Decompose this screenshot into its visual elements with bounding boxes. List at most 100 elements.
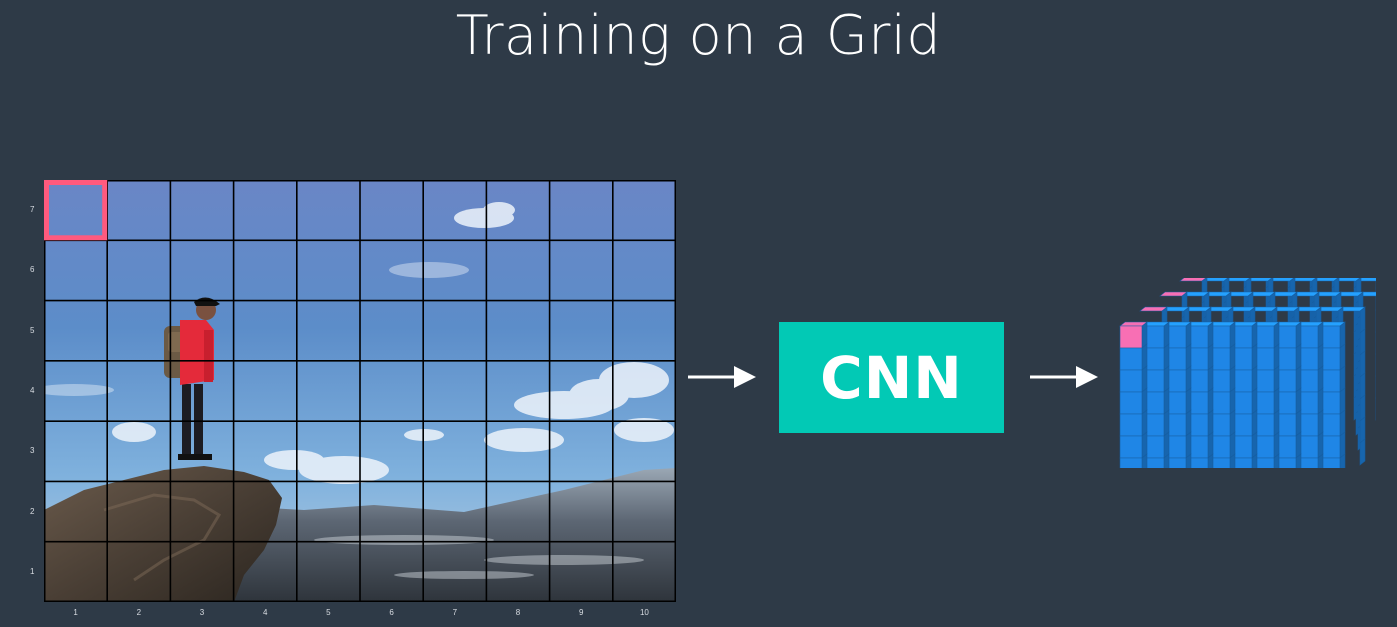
x-tick-label: 2 xyxy=(136,608,142,617)
cube-side-face xyxy=(1273,409,1280,437)
cube-side-face xyxy=(1251,343,1258,371)
cube-side-face xyxy=(1359,372,1366,400)
cube-side-face xyxy=(1229,321,1236,349)
cube-side-face xyxy=(1339,387,1346,415)
y-tick-label: 3 xyxy=(30,446,35,456)
cube-side-face xyxy=(1141,431,1148,459)
cube-side-face xyxy=(1185,321,1192,349)
cube-side-face xyxy=(1141,321,1148,349)
cube-side-face xyxy=(1251,387,1258,415)
x-tick-label: 3 xyxy=(199,608,205,617)
cube-front-face xyxy=(1119,413,1143,437)
highlighted-cube-top xyxy=(1179,278,1207,282)
cube-side-face xyxy=(1141,387,1148,415)
cube-side-face xyxy=(1163,365,1170,393)
y-tick-label: 7 xyxy=(30,205,35,215)
x-tick-label: 5 xyxy=(326,608,331,617)
cube-side-face xyxy=(1185,343,1192,371)
cube-side-face xyxy=(1229,409,1236,437)
cube-front-face xyxy=(1185,457,1209,468)
y-tick-label: 1 xyxy=(30,566,35,576)
cube-side-face xyxy=(1229,453,1236,468)
x-tick-label: 10 xyxy=(639,608,649,617)
cube-front-face xyxy=(1251,457,1275,468)
slide-title: Training on a Grid xyxy=(455,4,942,67)
cube-side-face xyxy=(1339,409,1346,437)
grid-overlay xyxy=(44,180,676,602)
cube-side-face xyxy=(1295,387,1302,415)
cube-side-face xyxy=(1273,343,1280,371)
x-tick-label: 6 xyxy=(389,608,394,617)
cube-front-face xyxy=(1163,457,1187,468)
y-tick-label: 4 xyxy=(30,386,35,395)
cube-front-face xyxy=(1207,457,1231,468)
cube-side-face xyxy=(1295,409,1302,437)
cube-side-face xyxy=(1273,365,1280,393)
cube-side-face xyxy=(1141,365,1148,393)
cube-front-face xyxy=(1229,457,1253,468)
cube-side-face xyxy=(1163,387,1170,415)
right-arrow-icon xyxy=(688,366,756,388)
cube-side-face xyxy=(1185,387,1192,415)
cube-side-face xyxy=(1295,343,1302,371)
cube-side-face xyxy=(1185,409,1192,437)
cnn-block: CNN xyxy=(779,322,1004,433)
cube-front-face xyxy=(1317,457,1341,468)
cube-side-face xyxy=(1273,431,1280,459)
highlighted-cube-top xyxy=(1159,291,1188,297)
cube-side-face xyxy=(1229,387,1236,415)
cube-side-face xyxy=(1317,387,1324,415)
cube-side-face xyxy=(1207,321,1214,349)
cube-side-face xyxy=(1317,431,1324,459)
input-image-grid xyxy=(34,180,676,602)
cube-side-face xyxy=(1185,431,1192,459)
cube-side-face xyxy=(1295,453,1302,468)
cube-front-face xyxy=(1119,347,1143,371)
cube-side-face xyxy=(1273,453,1280,468)
cube-front-face xyxy=(1273,457,1297,468)
cube-front-face xyxy=(1119,457,1143,468)
cube-front-face xyxy=(1141,457,1165,468)
cube-side-face xyxy=(1273,387,1280,415)
cube-side-face xyxy=(1317,453,1324,468)
cube-side-face xyxy=(1207,409,1214,437)
cube-front-face xyxy=(1295,457,1319,468)
cube-side-face xyxy=(1317,409,1324,437)
cube-side-face xyxy=(1339,453,1346,468)
cube-side-face xyxy=(1251,409,1258,437)
cube-side-face xyxy=(1359,416,1366,444)
cube-side-face xyxy=(1251,431,1258,459)
cube-side-face xyxy=(1251,365,1258,393)
cube-side-face xyxy=(1317,321,1324,349)
cube-side-face xyxy=(1185,453,1192,468)
cube-side-face xyxy=(1339,431,1346,459)
cube-side-face xyxy=(1207,453,1214,468)
cube-side-face xyxy=(1295,431,1302,459)
cube-side-face xyxy=(1229,431,1236,459)
y-tick-label: 6 xyxy=(30,265,35,275)
output-volume xyxy=(1119,278,1376,468)
cube-side-face xyxy=(1141,453,1148,468)
cube-side-face xyxy=(1359,306,1366,334)
cube-front-face xyxy=(1119,391,1143,415)
cube-front-face xyxy=(1119,369,1143,393)
cnn-label: CNN xyxy=(820,343,963,412)
cube-side-face xyxy=(1339,321,1346,349)
y-tick-label: 5 xyxy=(30,325,35,335)
cube-side-face xyxy=(1207,365,1214,393)
highlighted-grid-cell xyxy=(44,180,108,241)
cube-side-face xyxy=(1295,365,1302,393)
cube-side-face xyxy=(1207,431,1214,459)
cube-side-face xyxy=(1207,387,1214,415)
x-tick-label: 8 xyxy=(515,608,521,617)
cube-front-face xyxy=(1119,435,1143,459)
clouds xyxy=(34,202,674,484)
x-tick-label: 9 xyxy=(578,608,584,617)
x-tick-label: 4 xyxy=(262,608,268,617)
highlighted-cube-front xyxy=(1119,325,1143,349)
cube-side-face xyxy=(1251,453,1258,468)
cube-side-face xyxy=(1163,409,1170,437)
cube-side-face xyxy=(1229,365,1236,393)
cube-side-face xyxy=(1359,328,1366,356)
cube-side-face xyxy=(1141,343,1148,371)
